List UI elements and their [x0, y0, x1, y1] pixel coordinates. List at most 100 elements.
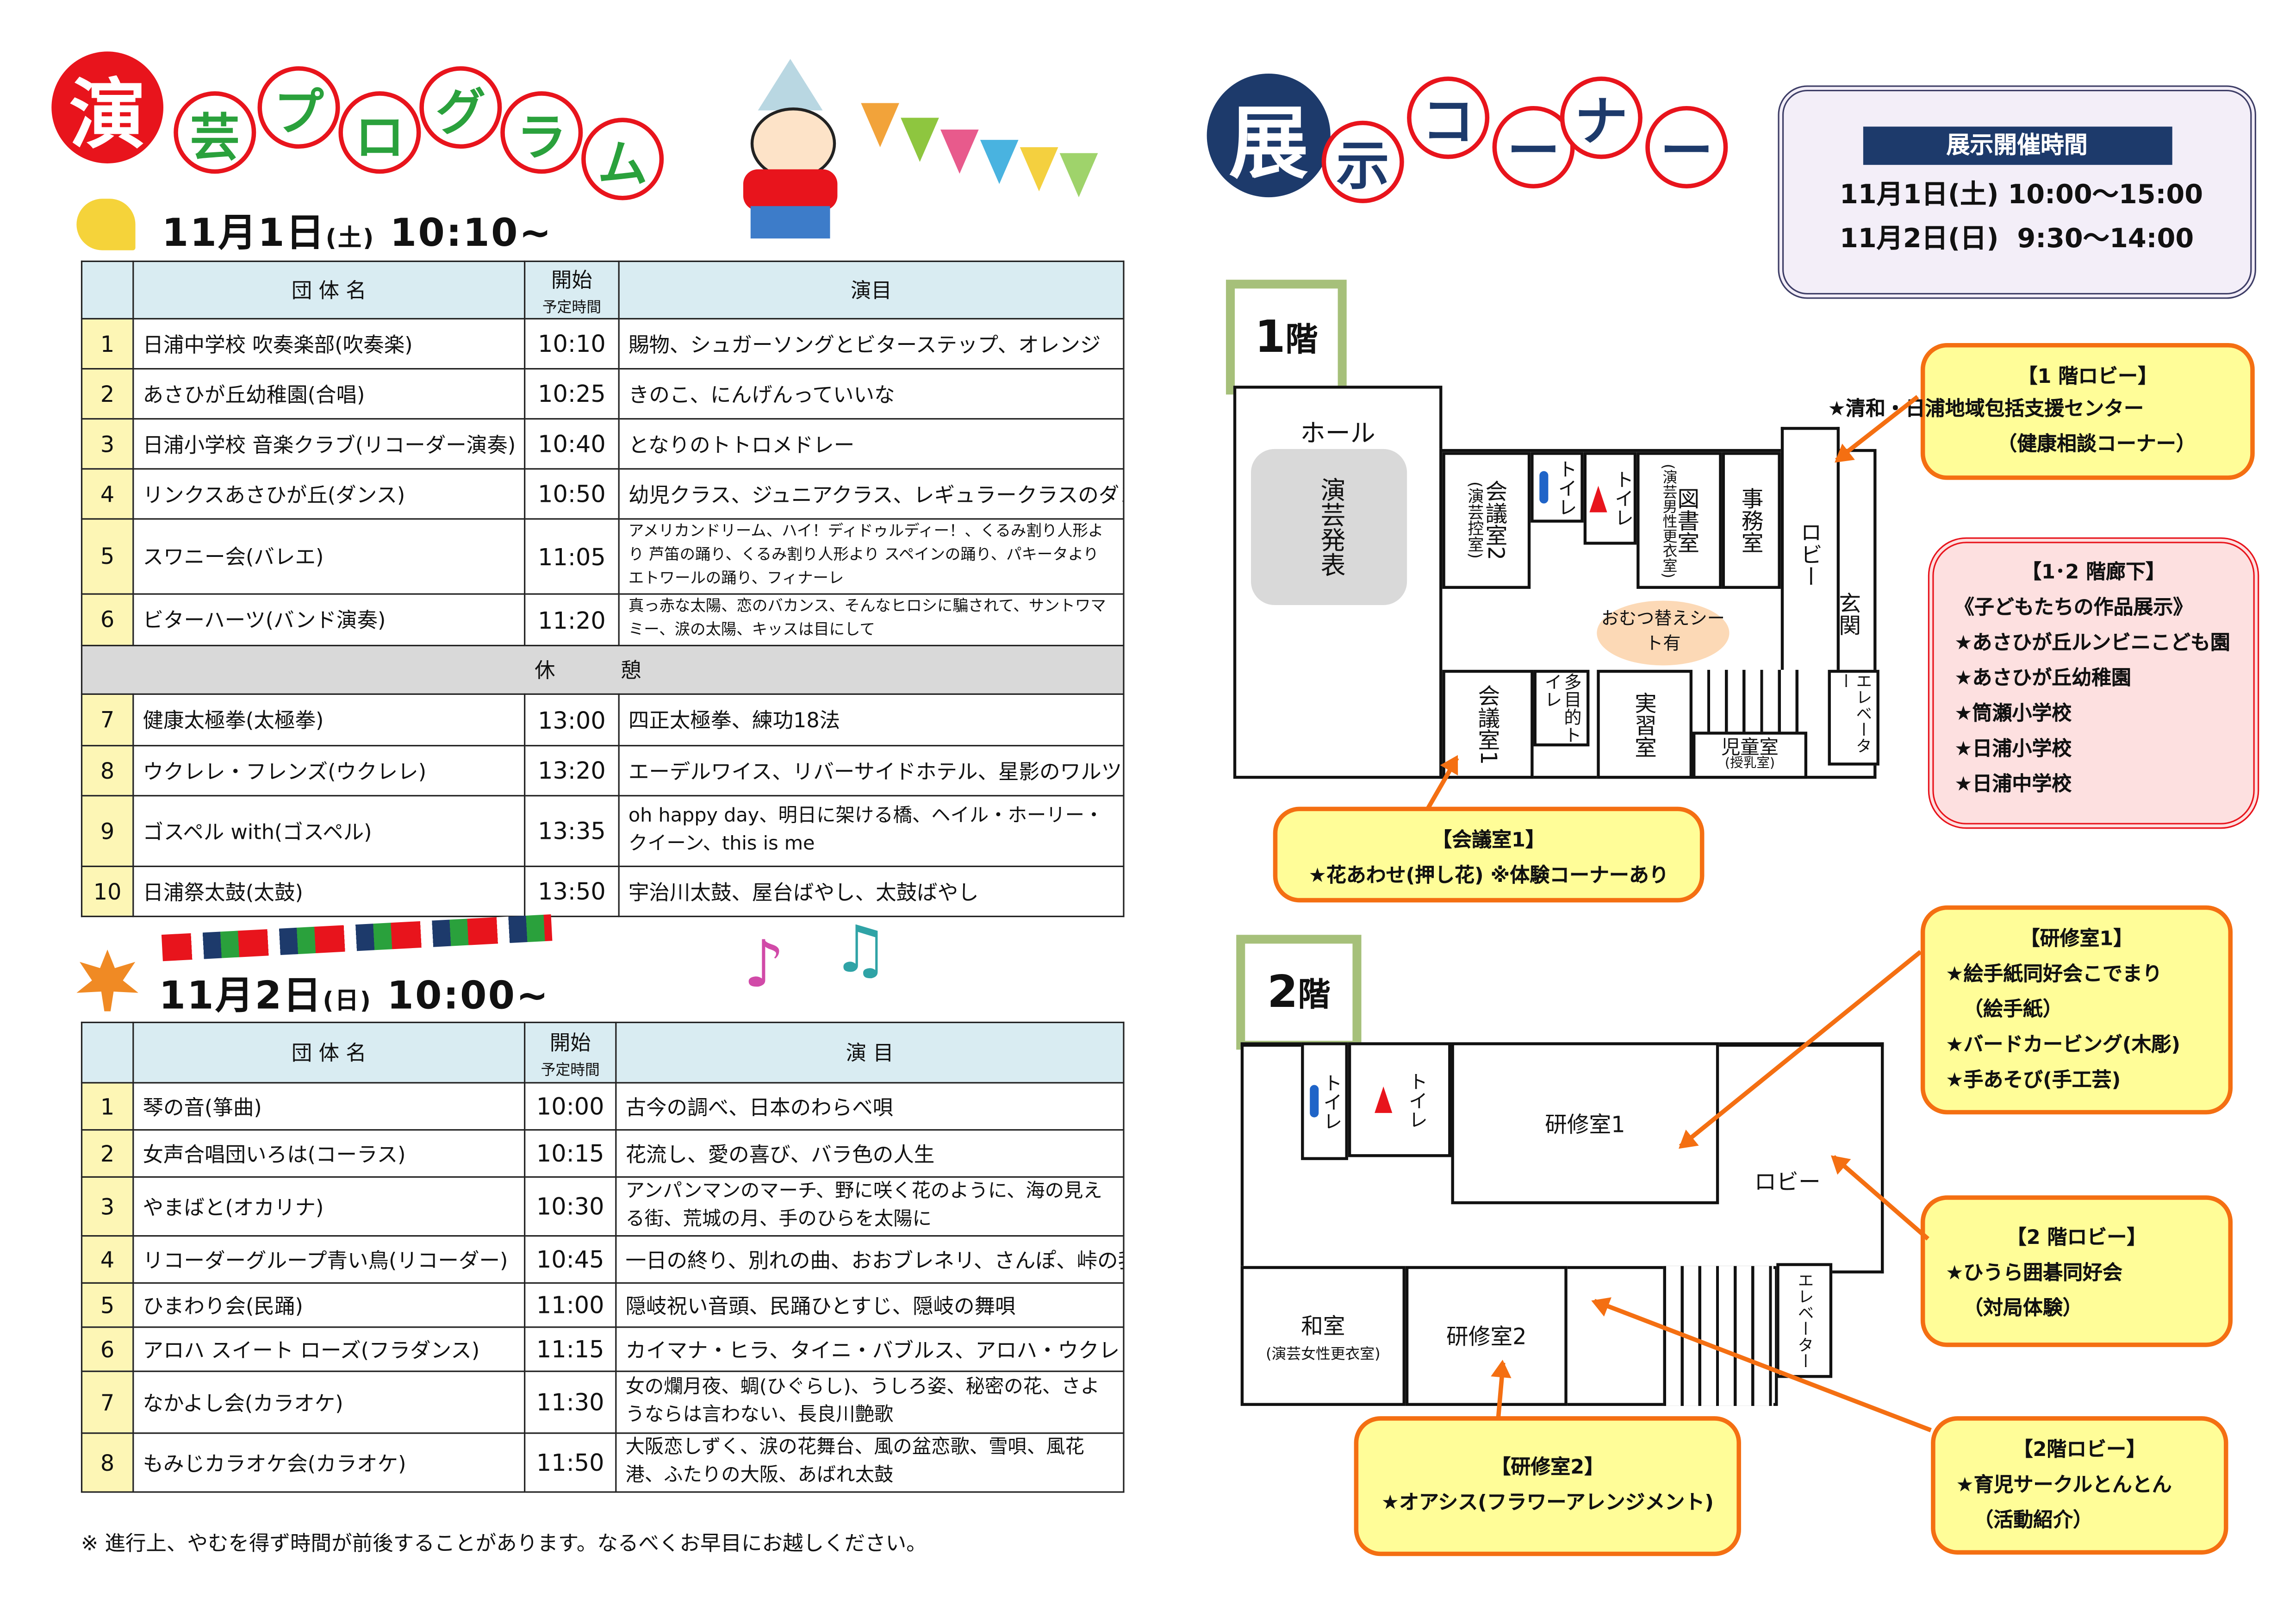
callout-lobby1-lines: ★清和・日浦地域包括支援センター（健康相談コーナー）	[1828, 397, 2196, 456]
header-program: 演 目	[615, 1021, 1125, 1084]
callout-lobby2-parenting: 【2階ロビー】★育児サークルとんとん（活動紹介）	[1931, 1416, 2228, 1555]
title-char: 芸	[174, 91, 256, 174]
start-time: 11:00	[524, 1282, 617, 1328]
group-name: なかよし会(カラオケ)	[132, 1370, 526, 1434]
program-items: きのこ、にんげんっていいな	[618, 368, 1125, 420]
callout-training2: 【研修室2】★オアシス(フラワーアレンジメント)	[1354, 1416, 1741, 1556]
callout-hallway: 【1･2 階廊下】 《子どもたちの作品展示》★あさひが丘ルンビニこども園★あさひ…	[1928, 537, 2259, 829]
start-time: 11:20	[524, 593, 620, 647]
start-time: 10:00	[524, 1082, 617, 1131]
group-name: ウクレレ・フレンズ(ウクレレ)	[132, 745, 526, 797]
room-library: (演芸男性更衣室)図書室	[1636, 452, 1722, 589]
program-items: 大阪恋しずく、涙の花舞台、風の盆恋歌、雪唄、風花港、ふたりの大阪、あばれ太鼓	[615, 1432, 1125, 1493]
title-char: ラ	[500, 91, 583, 174]
program-items: 賜物、シュガーソングとビターステップ、オレンジ	[618, 318, 1125, 370]
group-name: ゴスペル with(ゴスペル)	[132, 795, 526, 868]
program-items: アンパンマンのマーチ、野に咲く花のように、海の見える街、荒城の月、手のひらを太陽…	[615, 1176, 1125, 1237]
hours-day1: 11月1日(土) 10:00～15:00	[1840, 179, 2203, 211]
program-items: アメリカンドリーム、ハイ！ディドゥルディー！、くるみ割り人形より 芦笛の踊り、く…	[618, 518, 1125, 595]
day1-time: 10:10~	[390, 212, 553, 256]
row-number: 2	[81, 368, 134, 420]
title-char: ム	[581, 118, 664, 200]
group-name: リコーダーグループ青い鳥(リコーダー)	[132, 1235, 526, 1284]
group-name: リンクスあさひが丘(ダンス)	[132, 468, 526, 520]
group-name: やまばと(オカリナ)	[132, 1176, 526, 1237]
ginkgo-leaf-icon	[76, 199, 136, 250]
start-time: 13:35	[524, 795, 620, 868]
male-icon	[1309, 1085, 1319, 1118]
title-char: 示	[1321, 120, 1404, 203]
room-conference2: (演芸控室)会議室2	[1442, 452, 1531, 589]
title-char: ー	[1645, 106, 1728, 189]
header-group: 団 体 名	[132, 260, 526, 320]
start-time: 10:10	[524, 318, 620, 370]
row-number: 3	[81, 1176, 134, 1237]
day1-date: 11月1日	[162, 212, 326, 256]
title-char: ナ	[1560, 76, 1643, 159]
row-number: 6	[81, 1326, 134, 1372]
schedule-note: ※ 進行上、やむを得ず時間が前後することがあります。なるべくお早目にお越しくださ…	[81, 1532, 927, 1556]
header-group: 団 体 名	[132, 1021, 526, 1084]
mascot-illustration	[736, 59, 846, 243]
group-name: 健康太極拳(太極拳)	[132, 693, 526, 747]
callout-lobby2-go: 【2 階ロビー】★ひうら囲碁同好会（対局体験）	[1920, 1195, 2233, 1347]
elevator: エレベーター	[1828, 669, 1879, 766]
row-number: 9	[81, 795, 134, 868]
group-name: ビターハーツ(バンド演奏)	[132, 593, 526, 647]
start-time: 11:15	[524, 1326, 617, 1372]
callout-lobby1: 【1 階ロビー】	[1920, 343, 2255, 480]
room-toilet-women: トイレ	[1348, 1042, 1451, 1157]
group-name: 女声合唱団いろは(コーラス)	[132, 1129, 526, 1178]
title-char: 演	[51, 51, 163, 163]
callout-training1: 【研修室1】★絵手紙同好会こでまり（絵手紙）★バードカービング(木彫)★手あそび…	[1920, 905, 2233, 1115]
room-children: 児童室(授乳室)	[1692, 731, 1808, 779]
row-number: 3	[81, 418, 134, 470]
day1-heading: 11月1日(土) 10:10~	[162, 203, 553, 258]
program-items: 宇治川太鼓、屋台ばやし、太鼓ばやし	[618, 865, 1125, 918]
hours-day2: 11月2日(日) 9:30～14:00	[1840, 224, 2194, 255]
group-name: アロハ スイート ローズ(フラダンス)	[132, 1326, 526, 1372]
title-char: コ	[1407, 76, 1490, 159]
room-washitsu: 和室(演芸女性更衣室)	[1240, 1266, 1406, 1406]
program-items: 四正太極拳、練功18法	[618, 693, 1125, 747]
stage-area: 演芸発表	[1251, 449, 1407, 605]
group-name: 琴の音(箏曲)	[132, 1082, 526, 1131]
day2-dow: (日)	[323, 986, 373, 1015]
break-row: 休 憩	[81, 644, 1125, 695]
day1-dow: (土)	[325, 224, 375, 252]
program-items: 真っ赤な太陽、恋のバカンス、そんなヒロシに騙されて、サントワマミー、涙の太陽、キ…	[618, 593, 1125, 647]
stairs	[1707, 669, 1803, 732]
row-number: 7	[81, 693, 134, 747]
header-number	[81, 260, 134, 320]
header-program: 演目	[618, 260, 1125, 320]
row-number: 4	[81, 468, 134, 520]
male-icon	[1540, 471, 1549, 504]
start-time: 11:50	[524, 1432, 617, 1493]
group-name: 日浦祭太鼓(太鼓)	[132, 865, 526, 918]
maple-leaf-icon	[76, 949, 138, 1012]
start-time: 10:45	[524, 1235, 617, 1284]
start-time: 13:50	[524, 865, 620, 918]
program-items: 花流し、愛の喜び、バラ色の人生	[615, 1129, 1125, 1178]
day2-heading: 11月2日(日) 10:00~	[159, 966, 549, 1020]
room-office: 事務室	[1722, 452, 1781, 589]
music-note-icon: ♪	[743, 927, 785, 1003]
room-multipurpose-toilet: 多目的トイレ	[1533, 669, 1590, 747]
group-name: 日浦中学校 吹奏楽部(吹奏楽)	[132, 318, 526, 370]
start-time: 10:15	[524, 1129, 617, 1178]
row-number: 1	[81, 1082, 134, 1131]
start-time: 13:00	[524, 693, 620, 747]
room-practice: 実習室	[1597, 669, 1692, 779]
row-number: 6	[81, 593, 134, 647]
callout-conference1: 【会議室1】★花あわせ(押し花) ※体験コーナーあり	[1273, 806, 1705, 903]
group-name: スワニー会(バレエ)	[132, 518, 526, 595]
row-number: 2	[81, 1129, 134, 1178]
